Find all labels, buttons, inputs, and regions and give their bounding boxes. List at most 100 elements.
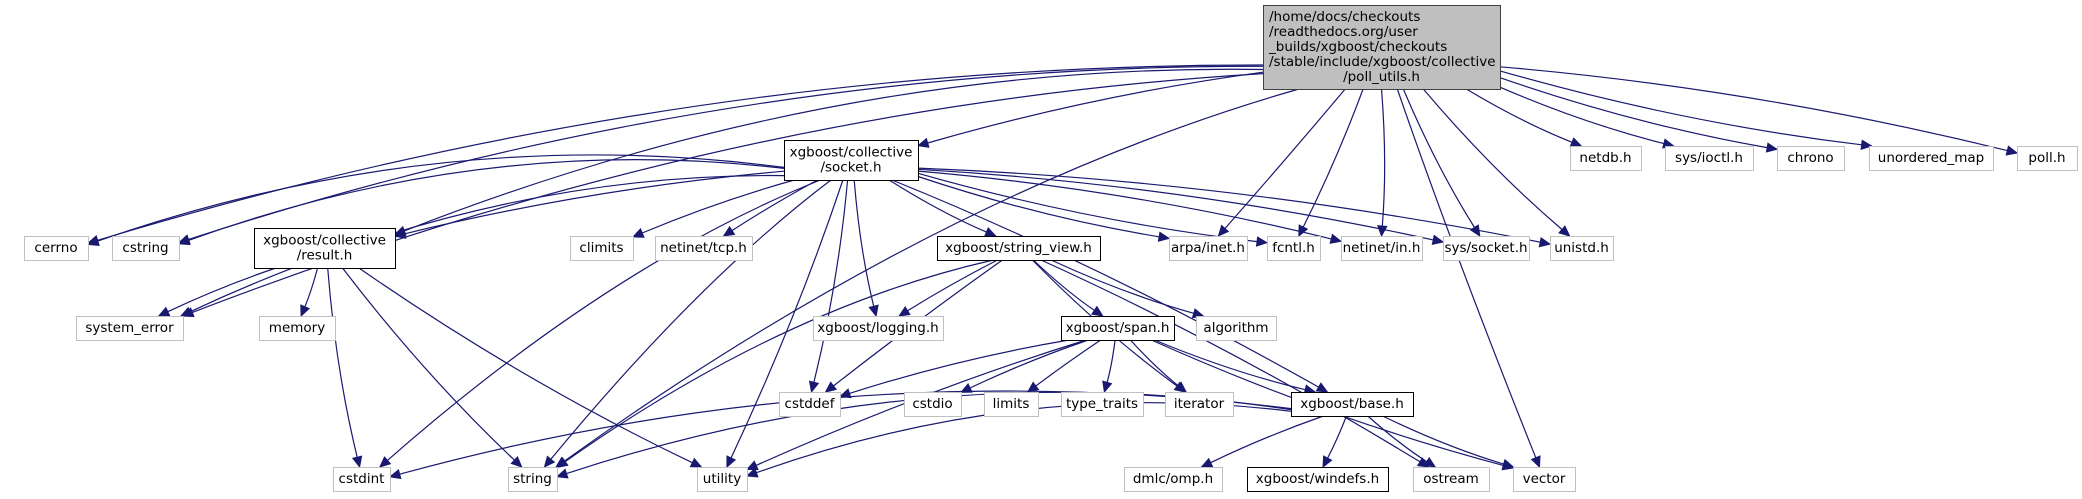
node-label: netdb.h (1579, 150, 1631, 166)
node-box (1513, 467, 1576, 492)
arrowhead-result-to-system_error (157, 306, 171, 317)
arrowhead-base-to-cstdint (388, 469, 402, 480)
arrowhead-root-to-poll (2005, 145, 2019, 156)
node-label: unordered_map (1878, 150, 1984, 166)
arrowhead-span-to-cstdio (959, 382, 973, 393)
arrowhead-root-to-socket (916, 137, 930, 148)
node-label: xgboost/collective (790, 145, 913, 161)
node-socket[interactable]: xgboost/collective/socket.h (784, 140, 919, 181)
node-label: /stable/include/xgboost/collective (1269, 54, 1496, 70)
node-sys-ioctl: sys/ioctl.h (1665, 146, 1754, 171)
edge-root-to-result (404, 68, 1264, 232)
edge-socket-to-string_view (888, 179, 987, 233)
arrowhead-base-to-utility (745, 467, 759, 478)
arrowhead-socket-to-cerrno (86, 236, 100, 246)
node-logging: xgboost/logging.h (813, 316, 944, 341)
edge-result-to-memory (304, 267, 319, 308)
node-string-view[interactable]: xgboost/string_view.h (937, 236, 1101, 261)
edge-socket-to-climits (641, 179, 795, 234)
edge-socket-to-cerrno (97, 154, 785, 242)
node-label: fcntl.h (1272, 240, 1315, 256)
node-windefs[interactable]: xgboost/windefs.h (1247, 467, 1389, 492)
node-label: climits (579, 240, 623, 256)
node-label: xgboost/span.h (1066, 320, 1170, 336)
node-box (813, 316, 944, 341)
node-box (784, 140, 919, 181)
node-box (570, 236, 634, 261)
edge-socket-to-sys_socket (917, 168, 1434, 241)
node-sys-socket: sys/socket.h (1443, 236, 1530, 261)
node-label: sys/ioctl.h (1675, 150, 1743, 166)
arrowhead-socket-to-cstddef (808, 380, 820, 394)
arrowhead-string_view-to-string (556, 456, 569, 469)
node-label: /socket.h (820, 160, 881, 176)
arrowhead-socket-to-sys_socket (1431, 234, 1445, 245)
arrowhead-socket-to-climits (631, 227, 645, 238)
arrowhead-root-to-arpa_inet (1217, 224, 1230, 237)
edge-base-to-cstdint (399, 390, 1292, 475)
node-box (1061, 392, 1144, 417)
arrowhead-socket-to-utility (726, 455, 737, 469)
node-label: vector (1523, 471, 1566, 487)
arrowhead-socket-to-result (393, 228, 407, 239)
node-string: string (508, 467, 558, 492)
node-cstring: cstring (112, 236, 180, 261)
node-base[interactable]: xgboost/base.h (1291, 392, 1414, 417)
node-result[interactable]: xgboost/collective/result.h (254, 228, 396, 269)
arrowhead-socket-to-arpa_inet (1157, 231, 1171, 242)
node-label: /home/docs/checkouts (1269, 9, 1420, 25)
edge-socket-to-base (891, 179, 1319, 388)
node-utility: utility (697, 467, 748, 492)
node-label: unistd.h (1554, 240, 1609, 256)
node-box (1413, 467, 1490, 492)
node-label: algorithm (1203, 320, 1268, 336)
arrowhead-string_view-to-span (1091, 305, 1104, 317)
edge-span-to-base (1154, 339, 1306, 391)
node-system-error: system_error (76, 316, 184, 341)
arrowhead-string_view-to-cstddef (824, 381, 838, 393)
arrowhead-result-to-memory (300, 304, 311, 318)
node-box (1570, 146, 1642, 171)
edge-socket-to-cstring (188, 159, 785, 241)
node-box (1196, 316, 1277, 341)
node-label: system_error (85, 320, 174, 336)
node-cstddef: cstddef (779, 392, 841, 417)
arrowhead-root-to-chrono (1765, 142, 1779, 153)
node-label: xgboost/collective (263, 233, 386, 249)
edge-root-to-vector (1396, 88, 1537, 458)
node-label: /result.h (297, 248, 353, 264)
edge-socket-to-string (550, 179, 832, 460)
node-root[interactable]: /home/docs/checkouts/readthedocs.org/use… (1263, 5, 1501, 90)
node-box (1777, 146, 1845, 171)
edge-span-to-cstdio (969, 339, 1089, 389)
node-label: cerrno (34, 240, 77, 256)
node-arpa-inet: arpa/inet.h (1169, 236, 1248, 261)
edge-base-to-windefs (1327, 415, 1348, 459)
node-label: /poll_utils.h (1343, 69, 1420, 85)
edge-socket-to-fcntl (917, 172, 1258, 243)
edge-span-to-cstddef (849, 339, 1070, 394)
node-label: cstddef (785, 396, 836, 412)
arrowhead-result-to-utility (689, 457, 703, 468)
edge-result-to-cstdint (327, 267, 358, 458)
node-label: ostream (1423, 471, 1479, 487)
node-box (508, 467, 558, 492)
edge-string_view-to-logging (907, 259, 998, 312)
edge-root-to-fcntl (1302, 88, 1364, 228)
edge-socket-to-netinet_in (917, 170, 1332, 240)
arrowhead-socket-to-fcntl (1255, 236, 1269, 247)
node-label: cstdio (912, 396, 952, 412)
node-box (984, 392, 1039, 417)
edges-layer (86, 64, 2019, 480)
edge-result-to-string (342, 267, 515, 461)
edge-root-to-unistd (1422, 88, 1563, 230)
node-cstdio: cstdio (904, 392, 962, 417)
node-netinet-in: netinet/in.h (1341, 236, 1423, 261)
node-box (1869, 146, 1994, 171)
node-span[interactable]: xgboost/span.h (1061, 316, 1175, 341)
node-label: sys/socket.h (1444, 240, 1527, 256)
node-box (254, 228, 396, 269)
edge-root-to-socket (927, 71, 1264, 144)
edge-socket-to-logging (853, 179, 875, 307)
node-ostream: ostream (1413, 467, 1490, 492)
